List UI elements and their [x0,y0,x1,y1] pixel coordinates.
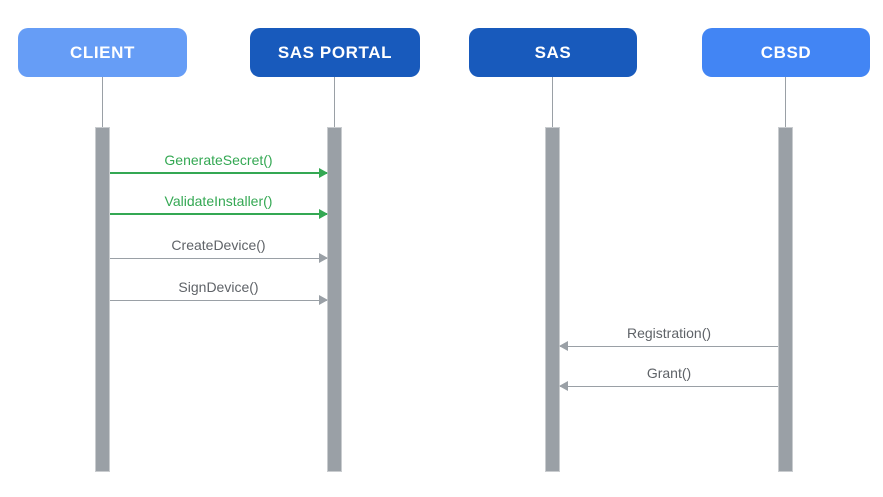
message-line [560,386,778,387]
activation-bar-client [95,127,110,472]
message-label: SignDevice() [178,279,259,295]
lifeline-client [102,77,103,127]
message-line [560,346,778,347]
message-line [110,258,327,259]
message-label: GenerateSecret() [164,152,273,168]
message-line [110,300,327,301]
arrowhead-right-icon [319,295,328,305]
lifeline-cbsd [785,77,786,127]
arrowhead-left-icon [559,341,568,351]
message-line [110,213,327,215]
arrowhead-right-icon [319,168,328,178]
arrowhead-right-icon [319,253,328,263]
actor-box-cbsd: CBSD [702,28,870,77]
message-label: ValidateInstaller() [164,193,273,209]
lifeline-sas-portal [334,77,335,127]
arrowhead-left-icon [559,381,568,391]
lifeline-sas [552,77,553,127]
message-label: Registration() [626,325,712,341]
arrowhead-right-icon [319,209,328,219]
actor-box-sas-portal: SAS PORTAL [250,28,420,77]
activation-bar-sas [545,127,560,472]
activation-bar-sas-portal [327,127,342,472]
message-label: Grant() [646,365,692,381]
activation-bar-cbsd [778,127,793,472]
message-label: CreateDevice() [171,237,266,253]
message-line [110,172,327,174]
actor-label-sas-portal: SAS PORTAL [277,42,393,62]
actor-label-client: CLIENT [70,42,135,62]
actor-label-sas: SAS [534,42,572,62]
actor-box-client: CLIENT [18,28,187,77]
actor-label-cbsd: CBSD [760,42,812,62]
actor-box-sas: SAS [469,28,637,77]
